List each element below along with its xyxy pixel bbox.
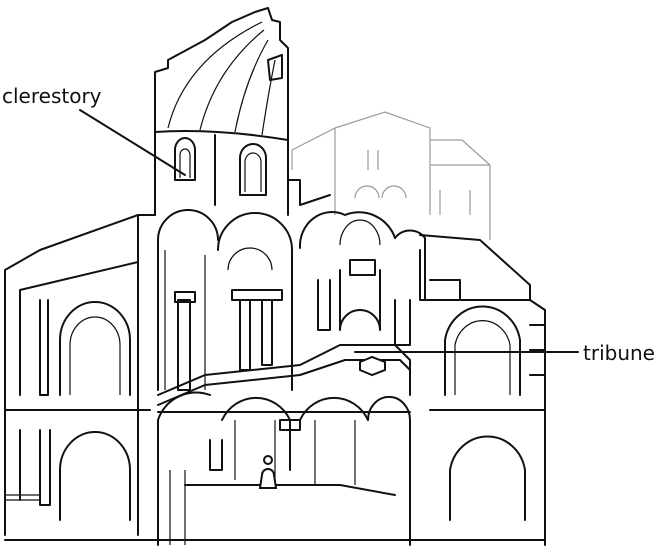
lower-arcade [157,391,411,546]
background-buildings [291,111,491,240]
clerestory-drum [137,131,331,216]
tribune-floor [157,344,411,413]
upper-arcade [157,209,426,391]
right-aisle [419,234,546,546]
clerestory-label: clerestory [2,84,102,108]
left-aisle [4,214,151,536]
tribune-label: tribune [583,341,655,365]
dome [154,7,289,141]
clerestory-leader-line [79,109,186,176]
